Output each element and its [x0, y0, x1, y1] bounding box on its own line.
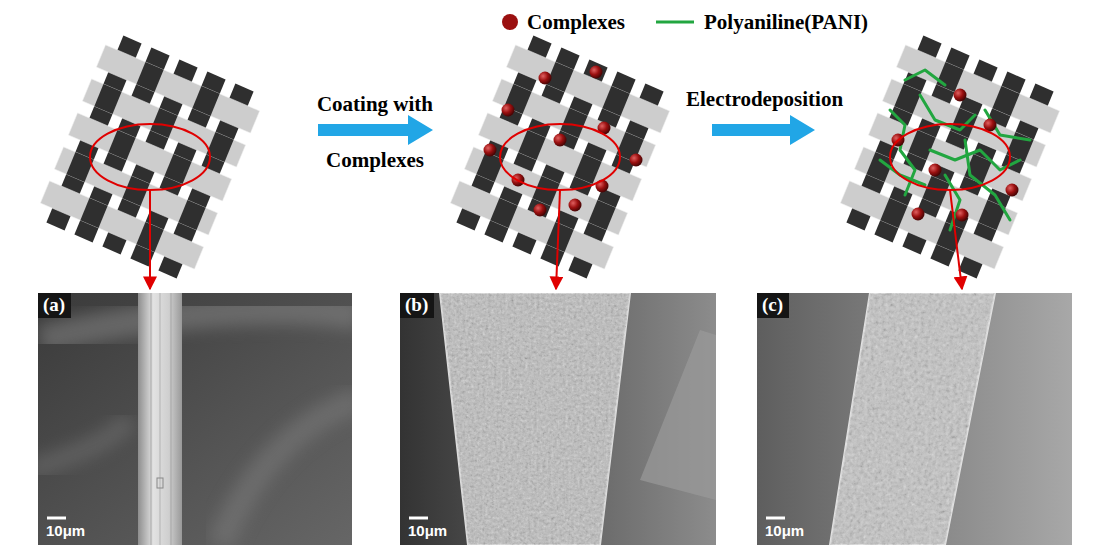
- scale-bar: [766, 517, 785, 520]
- dark-yarn-crossing: [602, 86, 629, 116]
- coated-fiber: [440, 293, 630, 545]
- light-yarn: [40, 181, 203, 269]
- leader-arrow: [950, 190, 962, 289]
- light-yarn: [840, 181, 1003, 269]
- pani-line-sample: [656, 21, 694, 24]
- highlight-ellipse: [500, 124, 620, 190]
- complex-dot: [956, 209, 969, 222]
- legend-swatch: [502, 14, 518, 30]
- sem-panel: (c) 10μm: [757, 293, 1072, 545]
- dark-yarn-crossing: [136, 62, 163, 92]
- complex-dot: [630, 154, 643, 167]
- complex-dot: [954, 89, 967, 102]
- dark-yarn-crossing: [122, 176, 149, 206]
- complex-dot: [539, 72, 552, 85]
- scale-bar: [409, 517, 428, 520]
- scale-label: 10μm: [46, 522, 85, 540]
- dark-yarn-crossing: [178, 200, 205, 230]
- fiber-groove: [160, 293, 161, 545]
- highlight-ellipse: [890, 124, 1010, 190]
- panel-label: (c): [757, 293, 789, 318]
- dark-yarn-crossing: [894, 84, 921, 114]
- dark-yarn-crossing: [560, 108, 587, 138]
- fiber-defect: [157, 478, 163, 488]
- legend-text: Complexes: [527, 9, 625, 35]
- dark-yarn-crossing: [192, 86, 219, 116]
- fiber-groove: [171, 293, 172, 545]
- dark-yarn-crossing: [880, 198, 907, 228]
- blurred-fiber: [40, 310, 352, 340]
- panel-label: (b): [400, 293, 434, 318]
- legend-entry: Complexes: [502, 9, 625, 35]
- blurred-fiber: [38, 420, 130, 470]
- dark-yarn-crossing: [936, 62, 963, 92]
- woven-fabric: [835, 31, 1066, 284]
- dark-yarn-crossing: [80, 198, 107, 228]
- dark-yarn-crossing: [922, 176, 949, 206]
- complex-dot: [502, 104, 515, 117]
- dark-yarn-crossing: [950, 108, 977, 138]
- sem-background: [400, 293, 716, 545]
- step-label: Coating with Complexes: [300, 76, 450, 188]
- dark-yarn-crossing: [94, 84, 121, 114]
- scale-label: 10μm: [765, 522, 804, 540]
- dark-yarn-crossing: [164, 154, 191, 184]
- sem-image: [400, 293, 716, 545]
- dark-yarn-crossing: [992, 86, 1019, 116]
- legend-text: Polyaniline(PANI): [704, 9, 868, 35]
- legend-entry: Polyaniline(PANI): [655, 9, 868, 35]
- panel-label: (a): [38, 293, 71, 318]
- woven-fabric: [445, 31, 676, 284]
- fiber-groove: [151, 293, 152, 545]
- dark-yarn-crossing: [574, 154, 601, 184]
- fiber-texture: [830, 293, 995, 545]
- sem-background: [757, 293, 1072, 545]
- dark-yarn-crossing: [532, 176, 559, 206]
- scale-label: 10μm: [408, 522, 447, 540]
- sem-panel: (b) 10μm: [400, 293, 716, 545]
- legend-line-sample: [655, 18, 695, 26]
- complex-dot: [534, 204, 547, 217]
- dark-yarn-crossing: [490, 198, 517, 228]
- step-label: Electrodeposition: [686, 86, 843, 112]
- pani-chain: [880, 160, 925, 185]
- complex-dot: [569, 199, 582, 212]
- pani-chain: [905, 70, 945, 85]
- dark-yarn-crossing: [518, 130, 545, 160]
- light-yarn: [450, 181, 613, 269]
- side-strand: [640, 330, 716, 500]
- complex-dot: [484, 144, 497, 157]
- pani-fiber: [830, 293, 995, 545]
- highlight-group: [90, 124, 1010, 289]
- dark-yarn-crossing: [150, 108, 177, 138]
- complex-dot: [1006, 184, 1019, 197]
- process-arrow: [712, 115, 815, 145]
- pani-chains: [880, 70, 1030, 230]
- sem-image: [757, 293, 1072, 545]
- complex-dots: [484, 66, 643, 217]
- leader-arrow: [556, 190, 560, 289]
- process-arrow: [318, 115, 433, 145]
- blurred-fiber: [220, 400, 352, 545]
- complex-dot: [912, 208, 925, 221]
- pani-chain: [965, 140, 1010, 220]
- leader-arrow: [149, 190, 151, 289]
- complex-dot: [554, 134, 567, 147]
- sem-panel: (a) 10μm: [38, 293, 352, 545]
- fiber-texture: [440, 293, 630, 545]
- dark-yarn-crossing: [588, 200, 615, 230]
- dark-yarn-crossing: [108, 130, 135, 160]
- sem-image: [38, 293, 352, 545]
- scale-bar: [47, 517, 66, 520]
- highlight-ellipse: [90, 124, 210, 190]
- complex-dots: [892, 89, 1019, 222]
- fiber: [138, 293, 182, 545]
- dark-yarn-crossing: [908, 130, 935, 160]
- legend: Complexes Polyaniline(PANI): [502, 9, 868, 35]
- dark-yarn-crossing: [546, 222, 573, 252]
- complex-dot: [590, 66, 603, 79]
- complex-dot: [929, 164, 942, 177]
